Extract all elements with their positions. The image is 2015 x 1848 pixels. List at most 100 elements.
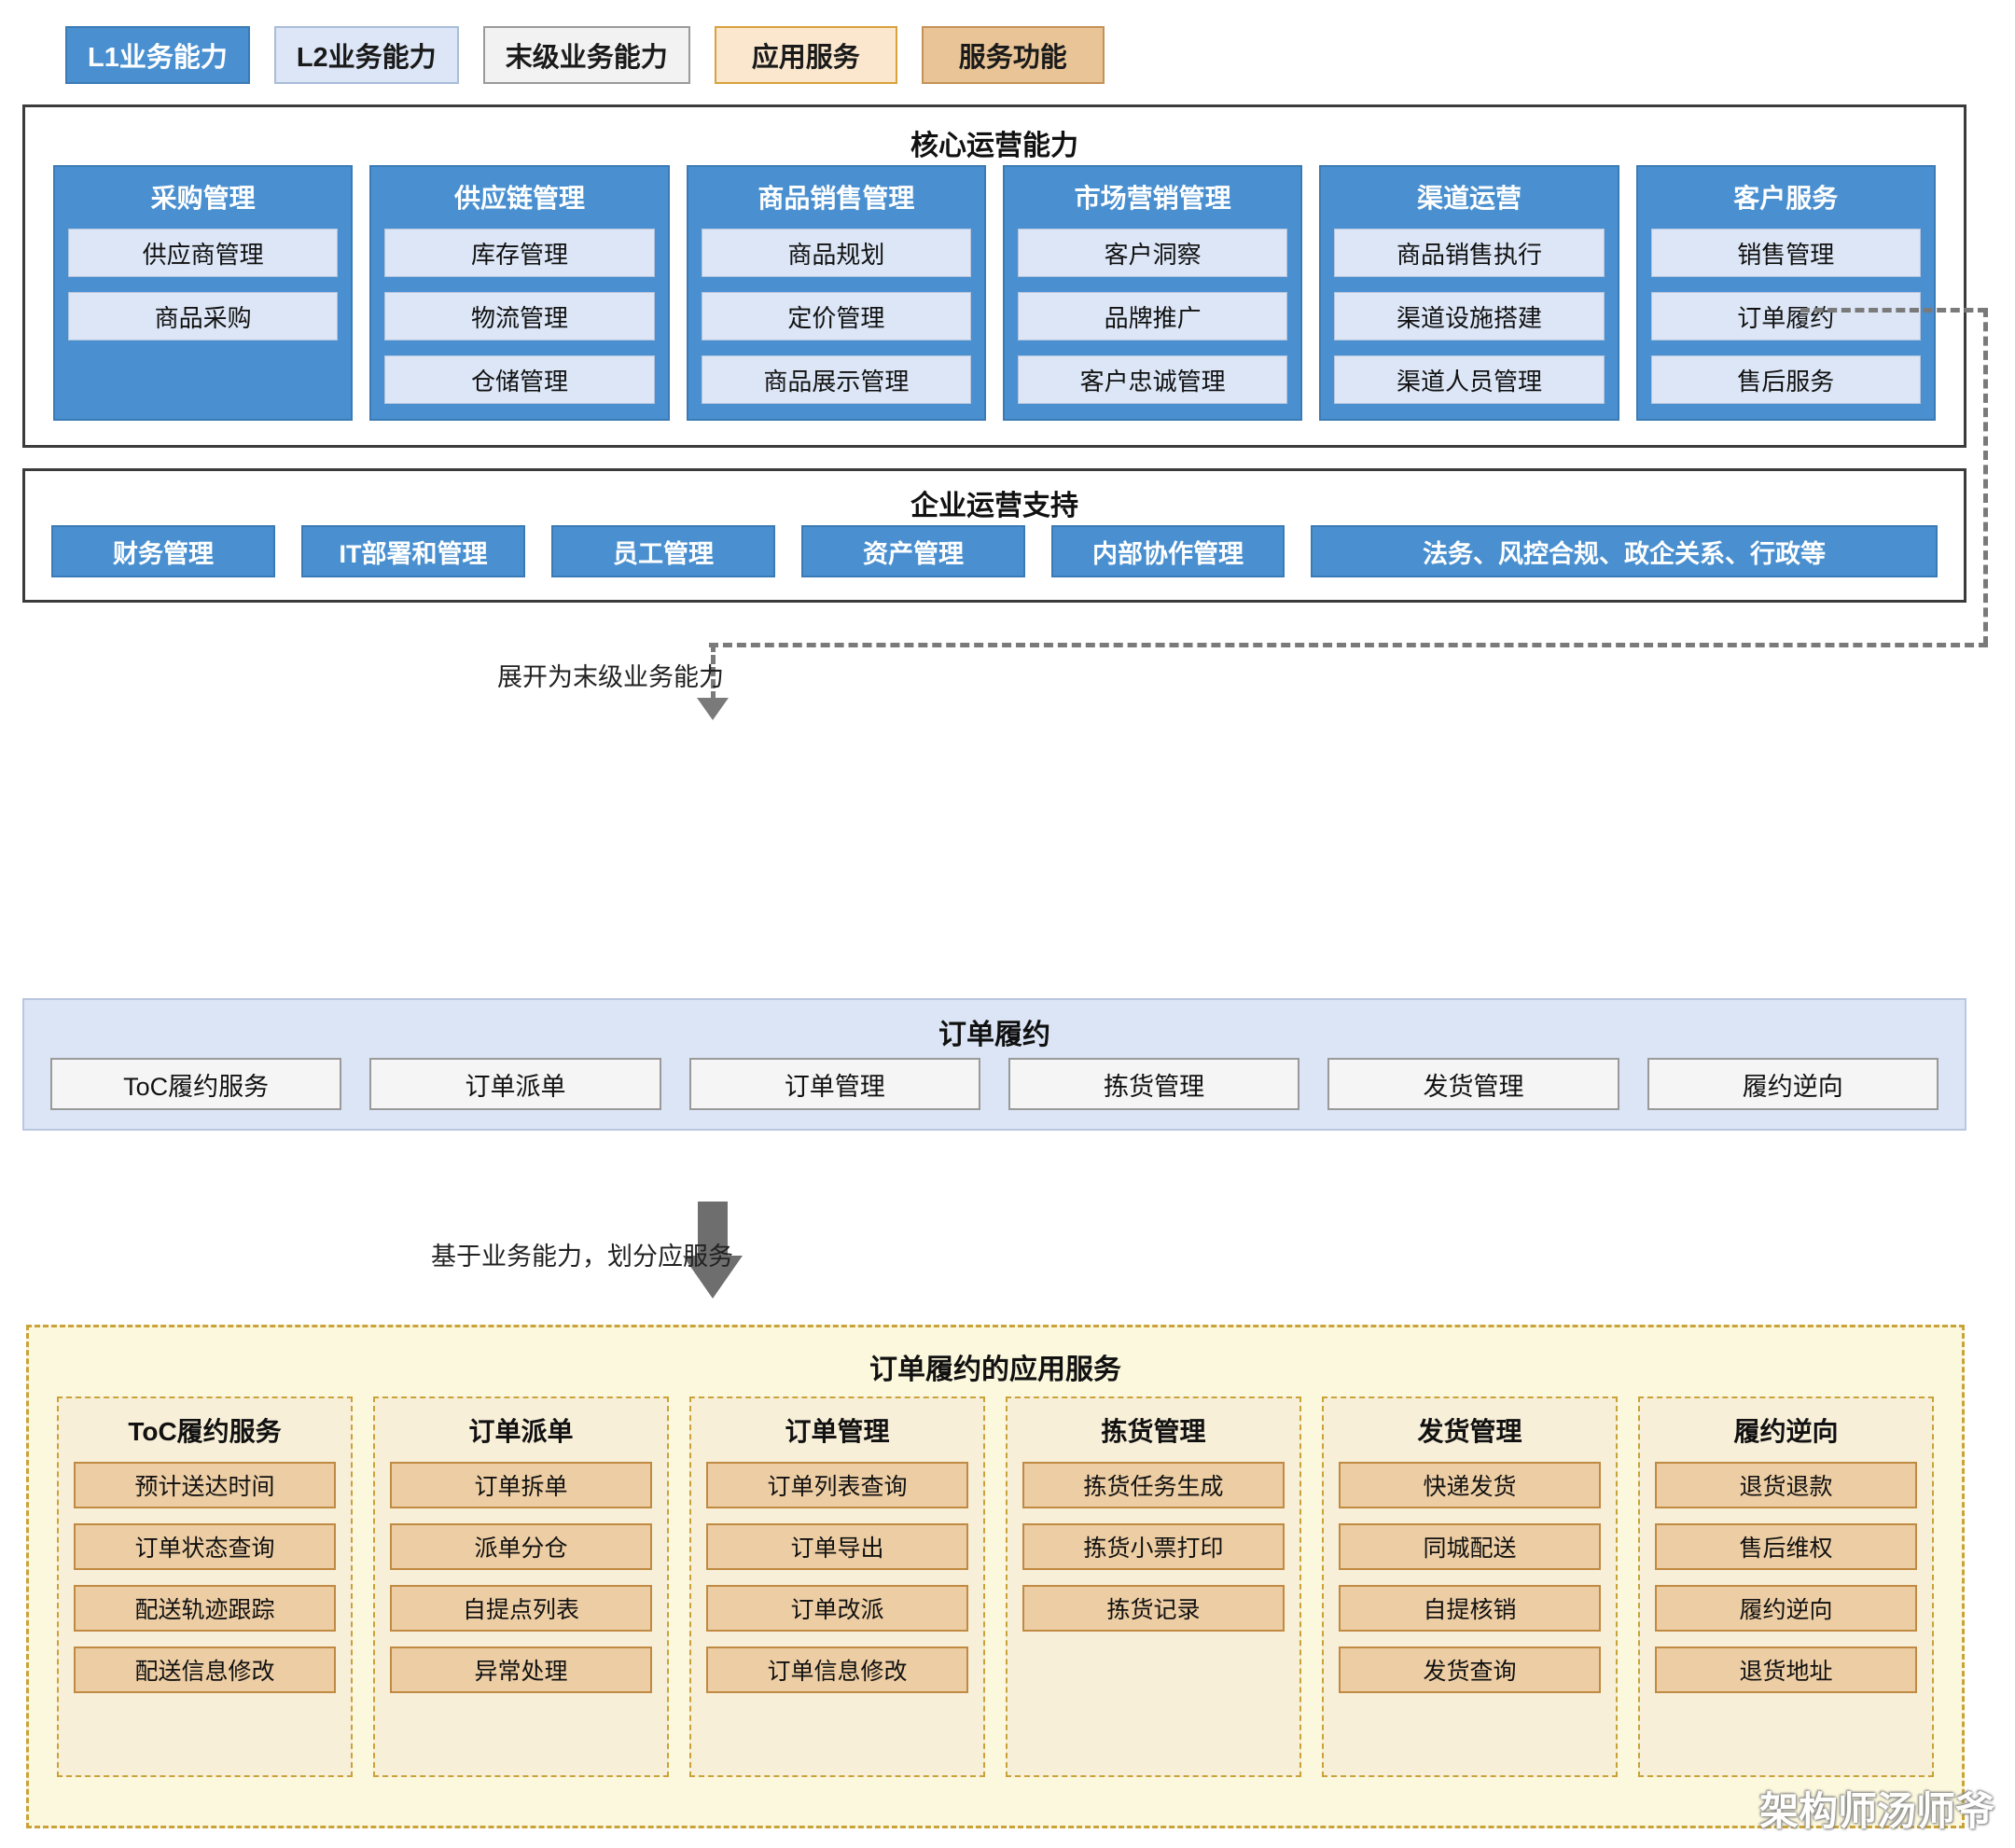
app-service-title: 发货管理 <box>1417 1417 1522 1446</box>
service-function[interactable]: 订单信息修改 <box>706 1647 968 1693</box>
app-service-toc-fulfillment[interactable]: ToC履约服务 预计送达时间 订单状态查询 配送轨迹跟踪 配送信息修改 <box>57 1396 353 1777</box>
core-section-title: 核心运营能力 <box>910 131 1078 161</box>
l2-capability[interactable]: 定价管理 <box>701 292 971 340</box>
connector-label-divide: 基于业务能力，划分应服务 <box>431 1243 733 1271</box>
service-function[interactable]: 拣货任务生成 <box>1022 1462 1285 1508</box>
app-service-reverse[interactable]: 履约逆向 退货退款 售后维权 履约逆向 退货地址 <box>1638 1396 1934 1777</box>
app-service-title: ToC履约服务 <box>128 1417 282 1446</box>
capability-column-supply-chain[interactable]: 供应链管理 库存管理 物流管理 仓储管理 <box>369 165 670 421</box>
l1-title: 渠道运营 <box>1416 184 1522 213</box>
service-function[interactable]: 自提点列表 <box>390 1585 652 1632</box>
connector-arrowhead-expand <box>697 698 729 720</box>
support-item-it[interactable]: IT部署和管理 <box>301 525 525 577</box>
l2-capability[interactable]: 物流管理 <box>384 292 655 340</box>
service-function[interactable]: 配送轨迹跟踪 <box>74 1585 336 1632</box>
core-capability-section: 核心运营能力 采购管理 供应商管理 商品采购 供应链管理 库存管理 物流管理 仓… <box>22 104 1966 448</box>
leaf-capability-items: ToC履约服务 订单派单 订单管理 拣货管理 发货管理 履约逆向 <box>50 1058 1939 1110</box>
core-capability-columns: 采购管理 供应商管理 商品采购 供应链管理 库存管理 物流管理 仓储管理 商品销… <box>53 165 1936 421</box>
legend-item-func: 服务功能 <box>921 26 1105 84</box>
connector-dash-right-vertical <box>1983 308 1988 646</box>
app-service-title: 订单派单 <box>468 1417 574 1446</box>
divide-arrow-icon <box>683 1202 743 1300</box>
l2-capability[interactable]: 品牌推广 <box>1017 292 1288 340</box>
support-item-internal-collab[interactable]: 内部协作管理 <box>1051 525 1285 577</box>
app-section-title: 订单履约的应用服务 <box>869 1355 1121 1385</box>
l2-capability[interactable]: 售后服务 <box>1650 355 1921 404</box>
service-function[interactable]: 拣货小票打印 <box>1022 1523 1285 1570</box>
leaf-item-reverse[interactable]: 履约逆向 <box>1647 1058 1939 1110</box>
app-service-picking[interactable]: 拣货管理 拣货任务生成 拣货小票打印 拣货记录 <box>1006 1396 1301 1777</box>
service-function[interactable]: 订单状态查询 <box>74 1523 336 1570</box>
capability-column-procurement[interactable]: 采购管理 供应商管理 商品采购 <box>53 165 354 421</box>
l2-capability-order-fulfillment[interactable]: 订单履约 <box>1650 292 1921 340</box>
legend: L1业务能力 L2业务能力 末级业务能力 应用服务 服务功能 <box>65 26 1105 84</box>
app-service-shipping[interactable]: 发货管理 快递发货 同城配送 自提核销 发货查询 <box>1322 1396 1618 1777</box>
capability-column-channel[interactable]: 渠道运营 商品销售执行 渠道设施搭建 渠道人员管理 <box>1319 165 1619 421</box>
service-function[interactable]: 派单分仓 <box>390 1523 652 1570</box>
capability-column-product-sales[interactable]: 商品销售管理 商品规划 定价管理 商品展示管理 <box>686 165 986 421</box>
legend-item-l1: L1业务能力 <box>65 26 250 84</box>
l1-title: 采购管理 <box>150 184 256 213</box>
service-function[interactable]: 履约逆向 <box>1655 1585 1917 1632</box>
capability-column-customer-service[interactable]: 客户服务 销售管理 订单履约 售后服务 <box>1635 165 1936 421</box>
service-function[interactable]: 异常处理 <box>390 1647 652 1693</box>
l1-title: 供应链管理 <box>453 184 585 213</box>
service-function[interactable]: 退货退款 <box>1655 1462 1917 1508</box>
l1-title: 商品销售管理 <box>757 184 915 213</box>
support-item-finance[interactable]: 财务管理 <box>51 525 275 577</box>
service-function[interactable]: 订单导出 <box>706 1523 968 1570</box>
service-function[interactable]: 自提核销 <box>1339 1585 1601 1632</box>
l2-capability[interactable]: 销售管理 <box>1650 229 1921 277</box>
l2-capability[interactable]: 库存管理 <box>384 229 655 277</box>
l2-capability[interactable]: 渠道设施搭建 <box>1334 292 1605 340</box>
support-item-employee[interactable]: 员工管理 <box>551 525 775 577</box>
leaf-item-picking[interactable]: 拣货管理 <box>1008 1058 1300 1110</box>
l2-capability[interactable]: 商品销售执行 <box>1334 229 1605 277</box>
l2-capability[interactable]: 商品展示管理 <box>701 355 971 404</box>
service-function[interactable]: 配送信息修改 <box>74 1647 336 1693</box>
service-function[interactable]: 拣货记录 <box>1022 1585 1285 1632</box>
legend-item-leaf: 末级业务能力 <box>482 26 690 84</box>
app-service-title: 订单管理 <box>785 1417 890 1446</box>
leaf-section-title: 订单履约 <box>938 1020 1050 1050</box>
l2-capability[interactable]: 客户忠诚管理 <box>1017 355 1288 404</box>
l2-capability[interactable]: 渠道人员管理 <box>1334 355 1605 404</box>
leaf-item-order-dispatch[interactable]: 订单派单 <box>369 1058 661 1110</box>
l2-capability[interactable]: 客户洞察 <box>1017 229 1288 277</box>
l1-title: 市场营销管理 <box>1074 184 1231 213</box>
leaf-item-order-management[interactable]: 订单管理 <box>688 1058 980 1110</box>
service-function[interactable]: 订单列表查询 <box>706 1462 968 1508</box>
l2-capability[interactable]: 商品采购 <box>68 292 339 340</box>
connector-label-expand: 展开为末级业务能力 <box>497 663 724 691</box>
service-function[interactable]: 同城配送 <box>1339 1523 1601 1570</box>
arrow-head <box>683 1256 743 1299</box>
application-service-columns: ToC履约服务 预计送达时间 订单状态查询 配送轨迹跟踪 配送信息修改 订单派单… <box>57 1396 1934 1777</box>
support-item-legal-misc[interactable]: 法务、风控合规、政企关系、行政等 <box>1311 525 1938 577</box>
legend-label: L2业务能力 <box>296 43 437 73</box>
leaf-item-shipping[interactable]: 发货管理 <box>1327 1058 1619 1110</box>
service-function[interactable]: 售后维权 <box>1655 1523 1917 1570</box>
legend-item-l2: L2业务能力 <box>273 26 459 84</box>
app-service-title: 拣货管理 <box>1101 1417 1206 1446</box>
app-service-order-dispatch[interactable]: 订单派单 订单拆单 派单分仓 自提点列表 异常处理 <box>373 1396 669 1777</box>
service-function[interactable]: 订单拆单 <box>390 1462 652 1508</box>
connector-dash-from-order-fulfillment <box>1800 308 1987 313</box>
support-item-asset[interactable]: 资产管理 <box>801 525 1025 577</box>
support-items: 财务管理 IT部署和管理 员工管理 资产管理 内部协作管理 法务、风控合规、政企… <box>51 525 1938 577</box>
service-function[interactable]: 预计送达时间 <box>74 1462 336 1508</box>
arrow-stem <box>698 1202 728 1259</box>
legend-item-appsvc: 应用服务 <box>714 26 897 84</box>
leaf-item-toc-fulfillment[interactable]: ToC履约服务 <box>50 1058 342 1110</box>
l2-capability[interactable]: 商品规划 <box>701 229 971 277</box>
service-function[interactable]: 退货地址 <box>1655 1647 1917 1693</box>
l2-capability[interactable]: 供应商管理 <box>68 229 339 277</box>
connector-dash-horizontal <box>709 643 1988 647</box>
app-service-order-management[interactable]: 订单管理 订单列表查询 订单导出 订单改派 订单信息修改 <box>689 1396 985 1777</box>
service-function[interactable]: 发货查询 <box>1339 1647 1601 1693</box>
service-function[interactable]: 快递发货 <box>1339 1462 1601 1508</box>
service-function[interactable]: 订单改派 <box>706 1585 968 1632</box>
l2-capability[interactable]: 仓储管理 <box>384 355 655 404</box>
legend-label: 应用服务 <box>751 43 860 73</box>
capability-column-marketing[interactable]: 市场营销管理 客户洞察 品牌推广 客户忠诚管理 <box>1002 165 1303 421</box>
enterprise-support-section: 企业运营支持 财务管理 IT部署和管理 员工管理 资产管理 内部协作管理 法务、… <box>22 468 1966 603</box>
